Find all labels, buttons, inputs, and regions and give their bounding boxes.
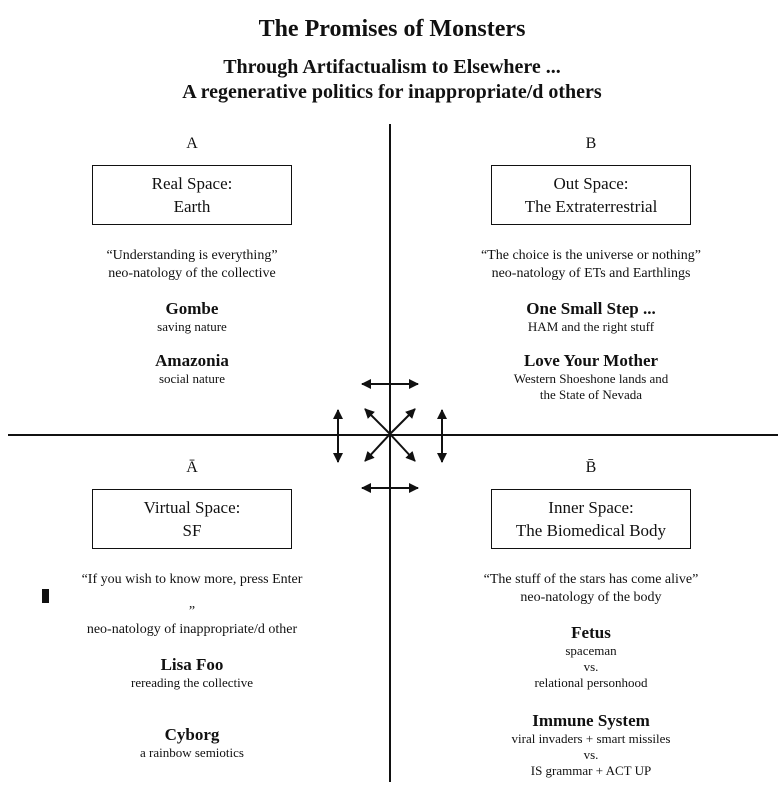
quadrant-letter: B [585, 135, 597, 152]
horizontal-axis [8, 434, 778, 436]
space-box-line-2: The Extraterrestrial [524, 197, 658, 216]
quote-text-end: ” [188, 604, 196, 619]
space-box: Virtual Space: SF [92, 489, 292, 549]
diagram-subtitle-line-2: A regenerative politics for inappropriat… [182, 81, 602, 103]
quadrant-letter: A [186, 135, 198, 152]
quadrant-letter: Ā [186, 459, 198, 476]
space-box-line-1: Real Space: [151, 174, 233, 193]
item-subtitle: rereading the collective [131, 675, 253, 690]
item-subtitle-line-3: IS grammar + ACT UP [530, 763, 652, 778]
item-block: Lisa Foo rereading the collective [42, 655, 342, 691]
item-block: Love Your Mother Western Shoeshone lands… [441, 351, 741, 403]
space-box-line-1: Virtual Space: [143, 498, 241, 517]
item-subtitle: HAM and the right stuff [527, 319, 655, 334]
item-title: Immune System [532, 711, 650, 730]
diagram-subtitle-line-1: Through Artifactualism to Elsewhere ... [223, 56, 561, 78]
diagonal-arrow-downleft-icon [364, 433, 391, 462]
quote-block: “If you wish to know more, press Enter ”… [42, 571, 342, 639]
space-box-line-2: The Biomedical Body [515, 521, 667, 540]
quote-subtext: neo-natology of ETs and Earthlings [491, 266, 691, 281]
quadrant-b-bar: B̄ Inner Space: The Biomedical Body “The… [441, 458, 741, 779]
item-block: Immune System viral invaders + smart mis… [441, 711, 741, 779]
diagonal-arrow-downright-icon [389, 433, 416, 462]
quadrant-a-bar: Ā Virtual Space: SF “If you wish to know… [42, 458, 342, 761]
quote-subtext: neo-natology of the body [520, 590, 662, 605]
quote-text: “The choice is the universe or nothing” [480, 248, 702, 263]
space-box: Inner Space: The Biomedical Body [491, 489, 691, 549]
quadrant-b: B Out Space: The Extraterrestrial “The c… [441, 134, 741, 403]
quote-block: “The choice is the universe or nothing” … [441, 247, 741, 283]
item-subtitle-line-1: Western Shoeshone lands and [513, 371, 669, 386]
item-block: Amazonia social nature [42, 351, 342, 387]
item-block: Gombe saving nature [42, 299, 342, 335]
item-title: Fetus [571, 623, 611, 642]
item-subtitle-line-3: relational personhood [534, 675, 648, 690]
item-title: Love Your Mother [523, 351, 659, 370]
item-title: Gombe [165, 299, 219, 318]
quadrant-a: A Real Space: Earth “Understanding is ev… [42, 134, 342, 387]
space-box-line-1: Out Space: [553, 174, 629, 193]
quote-text: “Understanding is everything” [106, 248, 278, 263]
diagonal-arrow-upright-icon [389, 408, 416, 435]
item-subtitle: a rainbow semiotics [140, 745, 244, 760]
item-title: Cyborg [164, 725, 220, 744]
quote-text-start: “If you wish to know more, press Enter [81, 572, 303, 587]
item-title: One Small Step ... [526, 299, 656, 318]
quote-block: “Understanding is everything” neo-natolo… [42, 247, 342, 283]
item-subtitle-line-2: vs. [583, 747, 599, 762]
item-subtitle-line-1: viral invaders + smart missiles [511, 731, 671, 746]
item-subtitle-line-2: vs. [583, 659, 599, 674]
diagram-title: The Promises of Monsters [258, 16, 526, 42]
vertical-axis [389, 124, 391, 782]
space-box-line-1: Inner Space: [548, 498, 634, 517]
space-box-line-2: Earth [173, 197, 211, 216]
diagonal-arrow-upleft-icon [364, 408, 391, 435]
quote-text: “If you wish to know more, press Enter ” [42, 571, 342, 621]
item-block: One Small Step ... HAM and the right stu… [441, 299, 741, 335]
item-subtitle: saving nature [157, 319, 227, 334]
quote-subtext: neo-natology of the collective [108, 266, 276, 281]
space-box: Real Space: Earth [92, 165, 292, 225]
item-block: Cyborg a rainbow semiotics [42, 725, 342, 761]
arrow-cluster [333, 379, 447, 493]
item-title: Amazonia [155, 351, 229, 370]
quote-subtext: neo-natology of inappropriate/d other [86, 622, 298, 637]
item-subtitle-line-2: the State of Nevada [539, 387, 643, 402]
space-box-line-2: SF [182, 521, 202, 540]
quote-text: “The stuff of the stars has come alive” [483, 572, 699, 587]
item-block: Fetus spaceman vs. relational personhood [441, 623, 741, 691]
item-subtitle-line-1: spaceman [565, 643, 617, 658]
item-subtitle: social nature [158, 371, 226, 386]
quadrant-letter: B̄ [585, 459, 597, 476]
enter-key-icon [42, 589, 49, 603]
space-box: Out Space: The Extraterrestrial [491, 165, 691, 225]
item-title: Lisa Foo [160, 655, 224, 674]
quote-block: “The stuff of the stars has come alive” … [441, 571, 741, 607]
